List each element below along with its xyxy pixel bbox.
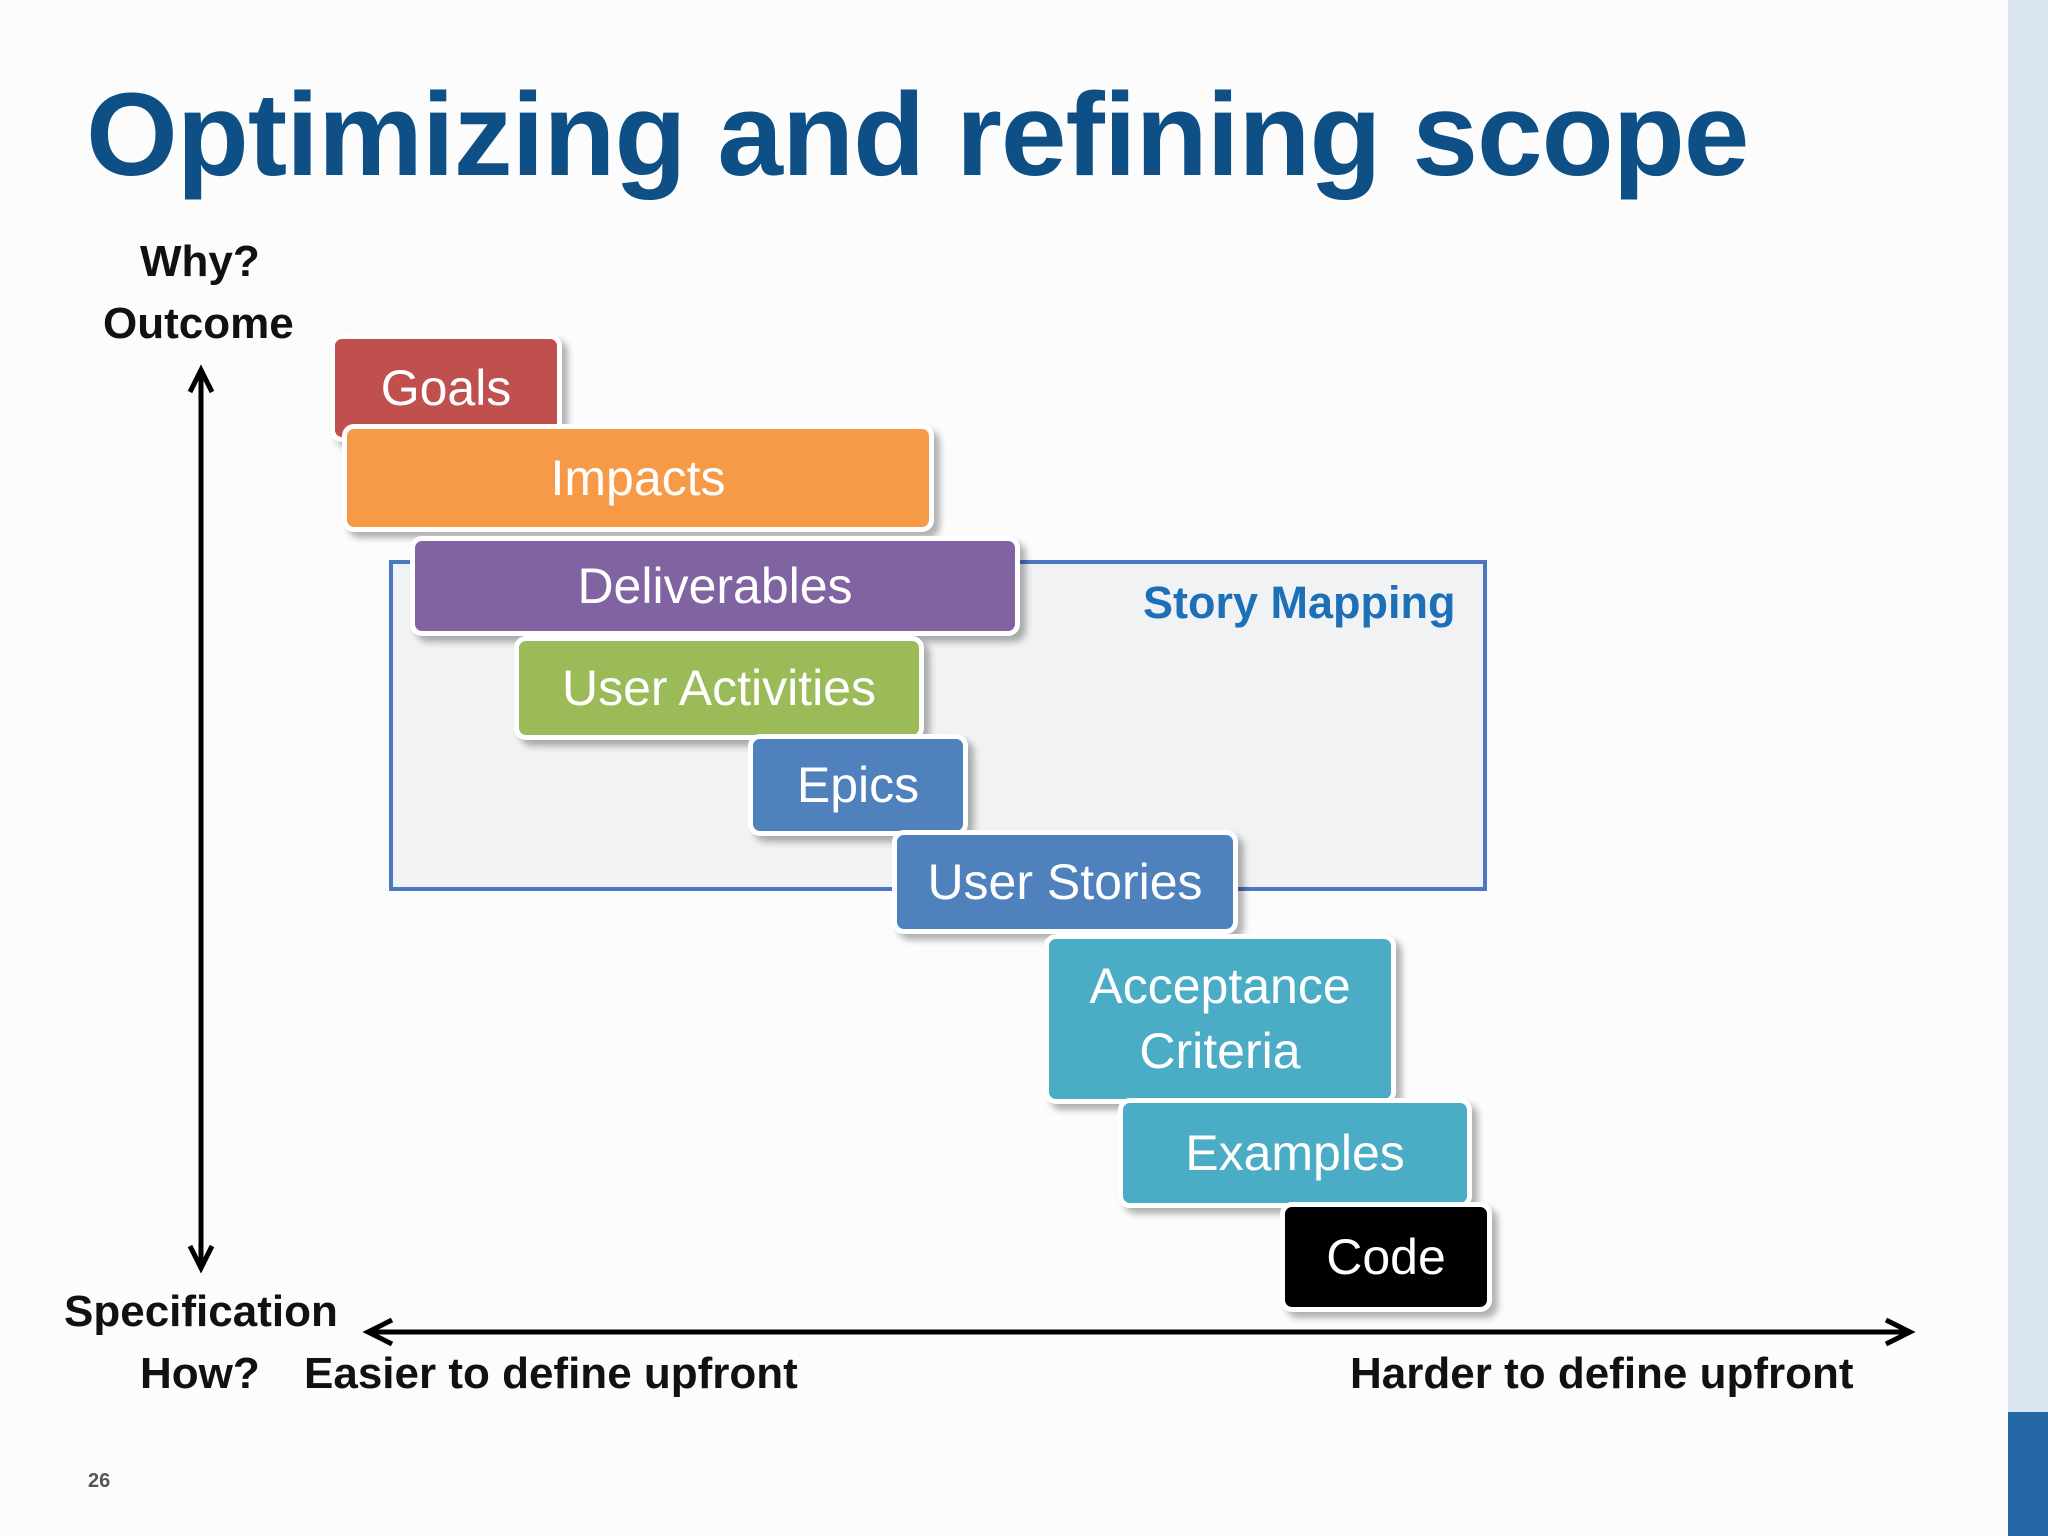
horizontal-axis-left-arrowhead xyxy=(362,1317,394,1347)
stage-acceptance-criteria-label: Acceptance Criteria xyxy=(1089,958,1351,1079)
stage-deliverables: Deliverables xyxy=(410,536,1020,636)
stage-code-label: Code xyxy=(1326,1228,1446,1285)
axis-why-label: Why? xyxy=(140,237,260,286)
stage-deliverables-label: Deliverables xyxy=(577,557,853,614)
right-side-band-accent xyxy=(2008,1412,2048,1536)
stage-epics-label: Epics xyxy=(796,756,920,813)
right-side-band xyxy=(2008,0,2048,1536)
axis-easier-label: Easier to define upfront xyxy=(304,1349,798,1398)
axis-harder-label: Harder to define upfront xyxy=(1350,1349,1854,1398)
stage-impacts: Impacts xyxy=(342,424,934,532)
stage-examples: Examples xyxy=(1118,1098,1472,1208)
axis-specification-label: Specification xyxy=(64,1287,338,1336)
stage-user-activities-label: User Activities xyxy=(562,659,876,716)
axis-how-label: How? xyxy=(140,1349,260,1398)
page-number: 26 xyxy=(88,1470,111,1492)
axis-outcome-label: Outcome xyxy=(103,299,294,348)
stage-impacts-label: Impacts xyxy=(550,449,726,506)
stage-goals-label: Goals xyxy=(380,359,512,416)
stage-examples-label: Examples xyxy=(1185,1124,1405,1181)
story-mapping-label: Story Mapping xyxy=(1143,577,1456,628)
stage-epics: Epics xyxy=(748,734,968,836)
slide-title: Optimizing and refining scope xyxy=(86,69,1749,201)
stage-user-stories-label: User Stories xyxy=(927,853,1203,910)
vertical-axis-bottom-arrowhead xyxy=(187,1244,215,1274)
stage-user-activities: User Activities xyxy=(514,636,924,740)
horizontal-axis-right-arrowhead xyxy=(1884,1317,1916,1347)
stage-code: Code xyxy=(1280,1202,1492,1312)
stage-acceptance-criteria: Acceptance Criteria xyxy=(1044,934,1396,1104)
stage-user-stories: User Stories xyxy=(892,830,1238,934)
vertical-axis-top-arrowhead xyxy=(187,364,215,394)
